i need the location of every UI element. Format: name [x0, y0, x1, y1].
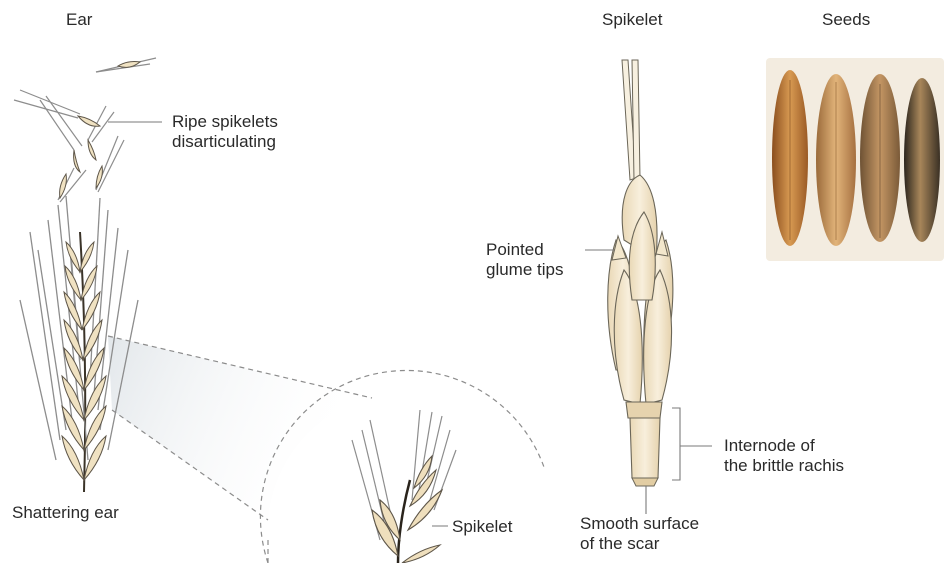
label-internode-line1: Internode of: [724, 436, 844, 456]
ripe-spikelets-icon: [14, 58, 156, 202]
label-shattering-ear: Shattering ear: [12, 503, 119, 523]
spikelet-icon: [608, 60, 673, 486]
label-pointed-glume: Pointed glume tips: [486, 240, 563, 280]
heading-seeds: Seeds: [822, 10, 870, 30]
label-spikelet-callout: Spikelet: [452, 517, 512, 537]
label-pointed-glume-line2: glume tips: [486, 260, 563, 280]
label-internode-line2: the brittle rachis: [724, 456, 844, 476]
label-pointed-glume-line1: Pointed: [486, 240, 563, 260]
magnified-ear-icon: [352, 410, 456, 563]
label-ripe-spikelets-line2: disarticulating: [172, 132, 278, 152]
heading-spikelet: Spikelet: [602, 10, 662, 30]
label-ripe-spikelets: Ripe spikelets disarticulating: [172, 112, 278, 152]
heading-ear: Ear: [66, 10, 92, 30]
label-internode: Internode of the brittle rachis: [724, 436, 844, 476]
label-ripe-spikelets-line1: Ripe spikelets: [172, 112, 278, 132]
label-smooth-surface: Smooth surface of the scar: [580, 514, 699, 554]
label-smooth-surface-line2: of the scar: [580, 534, 699, 554]
seeds-photo-icon: [766, 58, 944, 261]
label-smooth-surface-line1: Smooth surface: [580, 514, 699, 534]
